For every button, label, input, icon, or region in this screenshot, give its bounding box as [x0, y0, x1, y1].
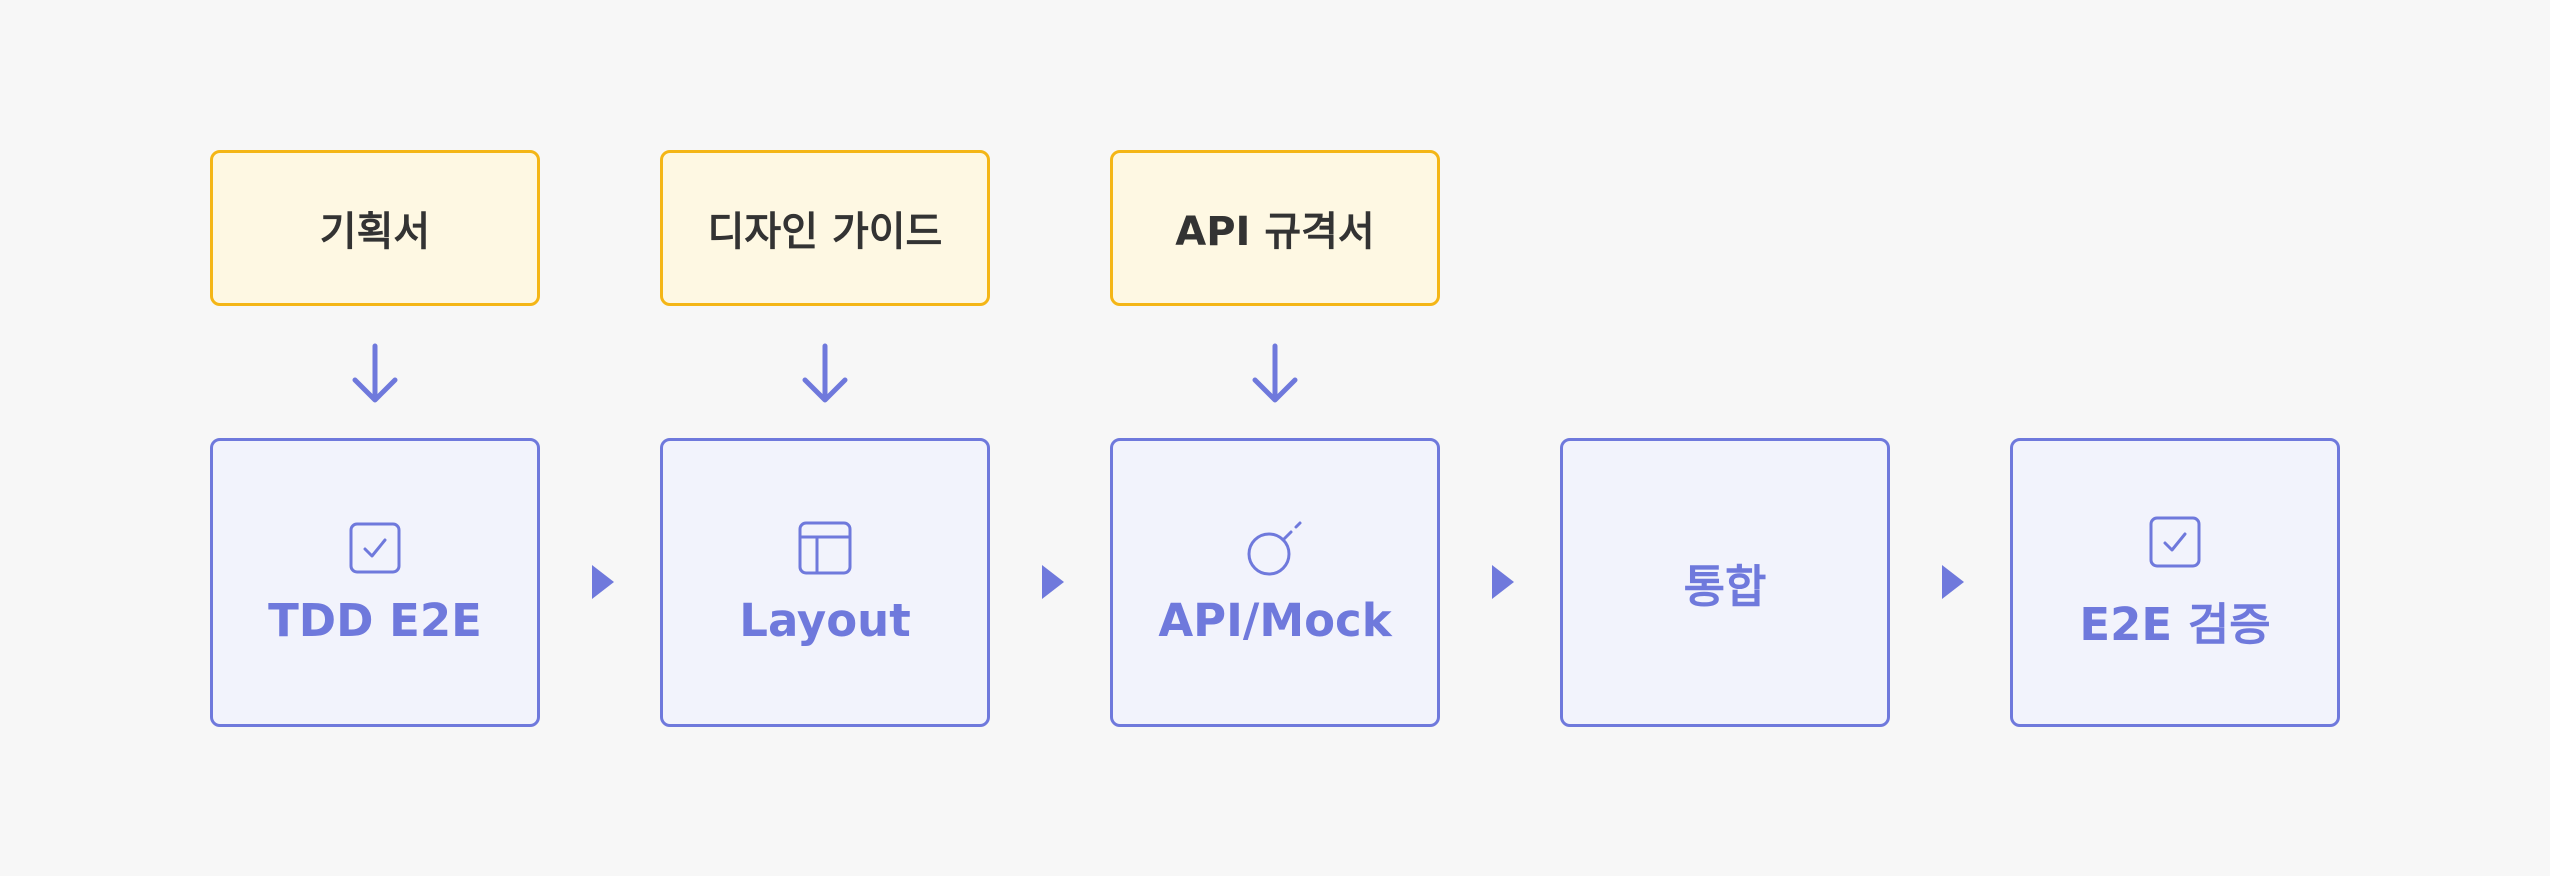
step-box-api-mock: API/Mock	[1110, 438, 1440, 727]
right-arrow-icon	[592, 565, 614, 599]
input-label: 디자인 가이드	[707, 209, 943, 255]
right-arrow-icon	[1042, 565, 1064, 599]
input-label: 기획서	[319, 209, 431, 255]
input-label: API 규격서	[1175, 209, 1375, 255]
step-label: 통합	[1683, 560, 1767, 613]
down-arrow-icon	[352, 343, 398, 403]
input-box-design-guide: 디자인 가이드	[660, 150, 990, 306]
step-box-layout: Layout	[660, 438, 990, 727]
step-label: E2E 검증	[2079, 598, 2271, 651]
step-box-e2e-verify: E2E 검증	[2010, 438, 2340, 727]
step-label: TDD E2E	[268, 594, 482, 647]
down-arrow-icon	[1252, 343, 1298, 403]
step-label: API/Mock	[1158, 594, 1392, 647]
checkbox-icon	[349, 522, 401, 574]
step-label: Layout	[739, 594, 911, 647]
right-arrow-icon	[1492, 565, 1514, 599]
bomb-icon	[1247, 521, 1302, 576]
layout-icon	[798, 521, 852, 575]
right-arrow-icon	[1942, 565, 1964, 599]
input-box-api-spec: API 규격서	[1110, 150, 1440, 306]
step-box-tdd-e2e: TDD E2E	[210, 438, 540, 727]
checkbox-icon	[2149, 516, 2201, 568]
down-arrow-icon	[802, 343, 848, 403]
step-box-integration: 통합	[1560, 438, 1890, 727]
input-box-planning-doc: 기획서	[210, 150, 540, 306]
